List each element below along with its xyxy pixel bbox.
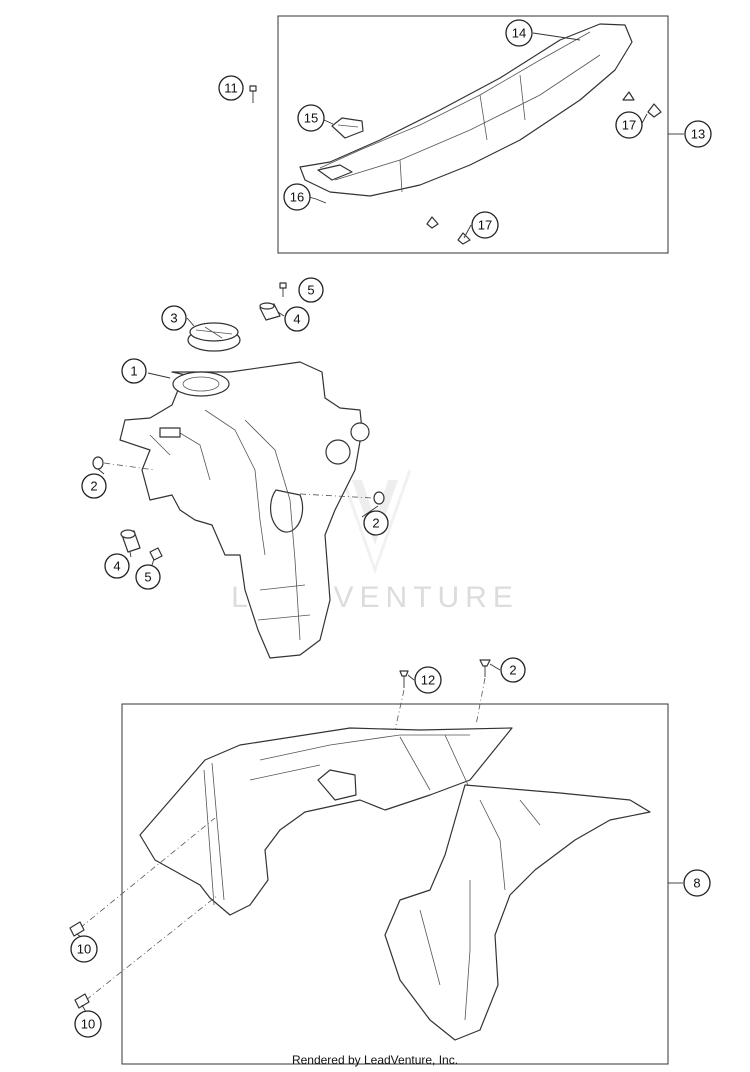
washer-right <box>299 491 385 505</box>
spoiler-group-box <box>121 703 669 1065</box>
callout-2-top: 2 <box>500 657 526 683</box>
svg-text:5: 5 <box>307 283 314 298</box>
callout-2-left: 2 <box>81 473 107 499</box>
callout-12: 12 <box>414 666 442 694</box>
screw-16 <box>315 198 327 204</box>
seat-group-box <box>277 15 669 254</box>
tank-cap <box>187 322 241 352</box>
svg-text:13: 13 <box>691 127 705 142</box>
spoiler-left <box>139 727 513 916</box>
svg-text:11: 11 <box>224 81 238 96</box>
svg-text:10: 10 <box>81 1017 95 1032</box>
callout-17-upper: 17 <box>615 111 643 139</box>
clip-upper <box>622 91 662 118</box>
svg-text:2: 2 <box>509 663 516 678</box>
callout-5-lower: 5 <box>135 564 161 590</box>
seat-bracket <box>331 117 364 139</box>
spoiler-right <box>384 784 651 1041</box>
bolt-10-lower <box>74 993 90 1009</box>
svg-text:8: 8 <box>693 876 700 891</box>
bolt-10-upper <box>69 921 85 937</box>
callout-2-right: 2 <box>363 510 389 536</box>
callout-13: 13 <box>684 120 712 148</box>
callout-10-lower: 10 <box>74 1010 102 1038</box>
svg-text:17: 17 <box>622 118 636 133</box>
footer-credit: Rendered by LeadVenture, Inc. <box>291 1053 459 1067</box>
clip-lower <box>426 216 471 245</box>
callout-4-lower: 4 <box>104 553 130 579</box>
bolt-path-lower <box>85 894 219 1001</box>
svg-text:4: 4 <box>293 312 300 327</box>
callout-3: 3 <box>161 305 187 331</box>
svg-text:15: 15 <box>304 111 318 126</box>
callout-17-lower: 17 <box>471 211 499 239</box>
svg-text:2: 2 <box>372 516 379 531</box>
svg-text:14: 14 <box>512 26 526 41</box>
fuel-tank <box>119 361 370 659</box>
callout-8: 8 <box>683 869 711 897</box>
screw-lower <box>149 547 163 561</box>
screw-2-top <box>475 659 491 726</box>
svg-text:16: 16 <box>290 190 304 205</box>
callout-11: 11 <box>218 75 244 101</box>
callout-10-upper: 10 <box>70 935 98 963</box>
svg-text:3: 3 <box>170 311 177 326</box>
callout-5-upper: 5 <box>298 277 324 303</box>
callout-15: 15 <box>297 104 325 132</box>
watermark-logo <box>338 469 412 575</box>
svg-text:10: 10 <box>77 942 91 957</box>
screw-12 <box>394 670 409 731</box>
svg-text:17: 17 <box>478 218 492 233</box>
svg-text:4: 4 <box>113 559 120 574</box>
callout-4-upper: 4 <box>284 306 310 332</box>
rubber-mount-lower <box>120 529 141 553</box>
rubber-mount-upper <box>259 302 281 321</box>
seat <box>299 23 633 197</box>
callout-1: 1 <box>121 358 147 384</box>
callout-16: 16 <box>283 183 311 211</box>
svg-text:12: 12 <box>421 673 435 688</box>
callout-14: 14 <box>505 19 533 47</box>
bolt-path-upper <box>79 817 216 929</box>
bolt-11 <box>249 85 257 103</box>
svg-text:2: 2 <box>90 479 97 494</box>
svg-text:1: 1 <box>130 364 137 379</box>
svg-text:5: 5 <box>144 570 151 585</box>
screw-upper <box>279 282 287 297</box>
